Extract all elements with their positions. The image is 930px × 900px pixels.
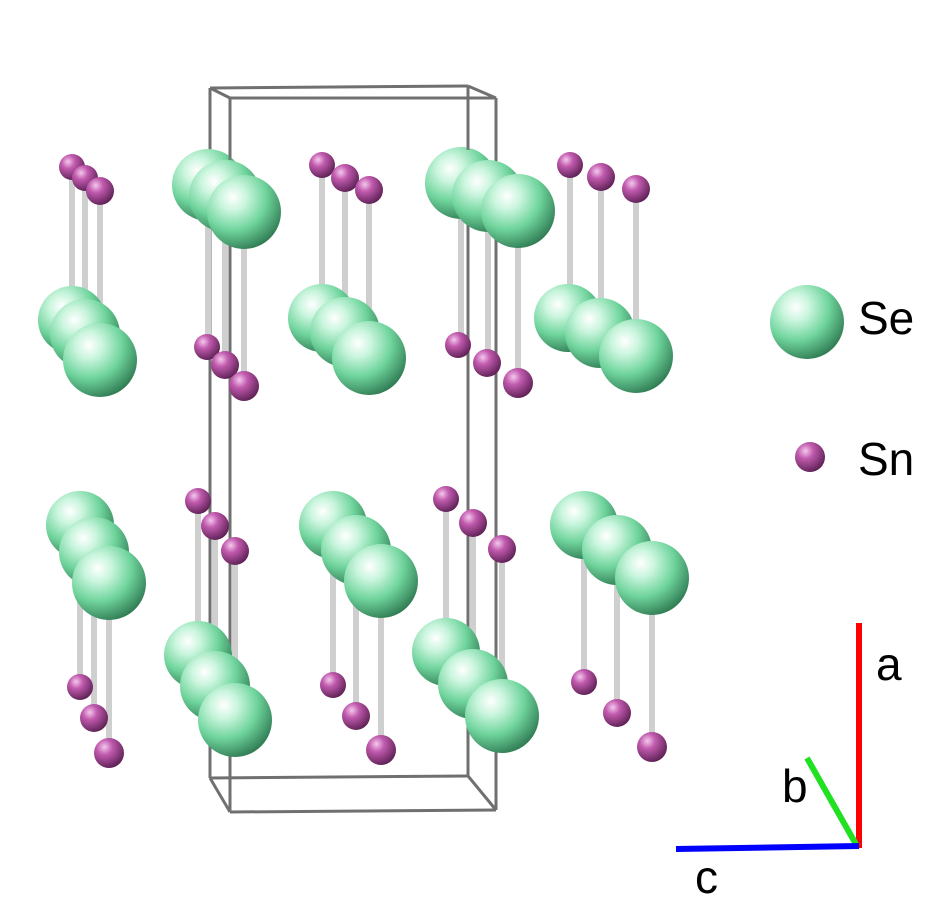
sn-atom	[201, 512, 229, 540]
sn-atom	[622, 175, 650, 203]
sn-atom	[445, 332, 471, 358]
sn-atom	[342, 702, 370, 730]
sn-atom	[211, 351, 239, 379]
sn-atom	[355, 176, 383, 204]
se-atom	[72, 546, 146, 620]
se-atom	[344, 544, 418, 618]
se-atom	[599, 319, 673, 393]
sn-atom	[557, 152, 583, 178]
sn-atom	[185, 488, 211, 514]
unit-cell-front	[228, 86, 470, 160]
sn-atom	[587, 163, 615, 191]
axis-c-label: c	[695, 851, 718, 900]
sn-atom	[320, 672, 346, 698]
unit-cell-edge	[466, 775, 498, 811]
sn-atom	[86, 177, 114, 205]
sn-atom	[331, 164, 359, 192]
atoms	[38, 147, 689, 768]
sn-atom	[221, 537, 249, 565]
sn-atom	[473, 349, 501, 377]
se-atom	[332, 321, 406, 395]
sn-atom	[80, 704, 108, 732]
sn-legend-label: Sn	[858, 433, 914, 485]
axis-b-line	[804, 756, 860, 848]
se-atom	[465, 679, 539, 753]
se-atom	[198, 683, 272, 757]
legend-item-sn: Sn	[795, 433, 914, 485]
sn-atom	[571, 669, 597, 695]
sn-atom	[229, 371, 259, 401]
sn-atom	[309, 152, 335, 178]
sn-atom	[433, 486, 459, 512]
sn-atom	[637, 732, 667, 762]
unit-cell-edge	[209, 84, 469, 90]
sn-atom	[366, 735, 396, 765]
sn-atom	[67, 674, 93, 700]
se-legend-label: Se	[858, 292, 914, 344]
se-atom	[481, 174, 555, 248]
sn-atom	[503, 368, 533, 398]
sn-legend-swatch	[795, 442, 825, 472]
axis-b-label: b	[782, 760, 808, 812]
unit-cell-edge	[209, 774, 469, 780]
sn-atom	[459, 509, 487, 537]
unit-cell-edge	[208, 777, 232, 813]
se-atom	[615, 541, 689, 615]
axis-indicator: a b c	[675, 623, 902, 900]
unit-cell-edge	[467, 84, 497, 100]
legend-item-se: Se	[770, 285, 914, 359]
sn-atom	[488, 535, 516, 563]
sn-atom	[603, 699, 631, 727]
legend: Se Sn	[770, 285, 914, 485]
sn-atom	[194, 334, 220, 360]
se-atom	[63, 323, 137, 397]
unit-cell-edge	[229, 808, 497, 814]
se-legend-swatch	[770, 285, 844, 359]
bonds	[69, 162, 655, 756]
sn-atom	[94, 738, 124, 768]
unit-cell-edge	[209, 86, 231, 100]
se-atom	[207, 175, 281, 249]
axis-a-label: a	[876, 638, 902, 690]
axis-c-line	[675, 843, 860, 852]
